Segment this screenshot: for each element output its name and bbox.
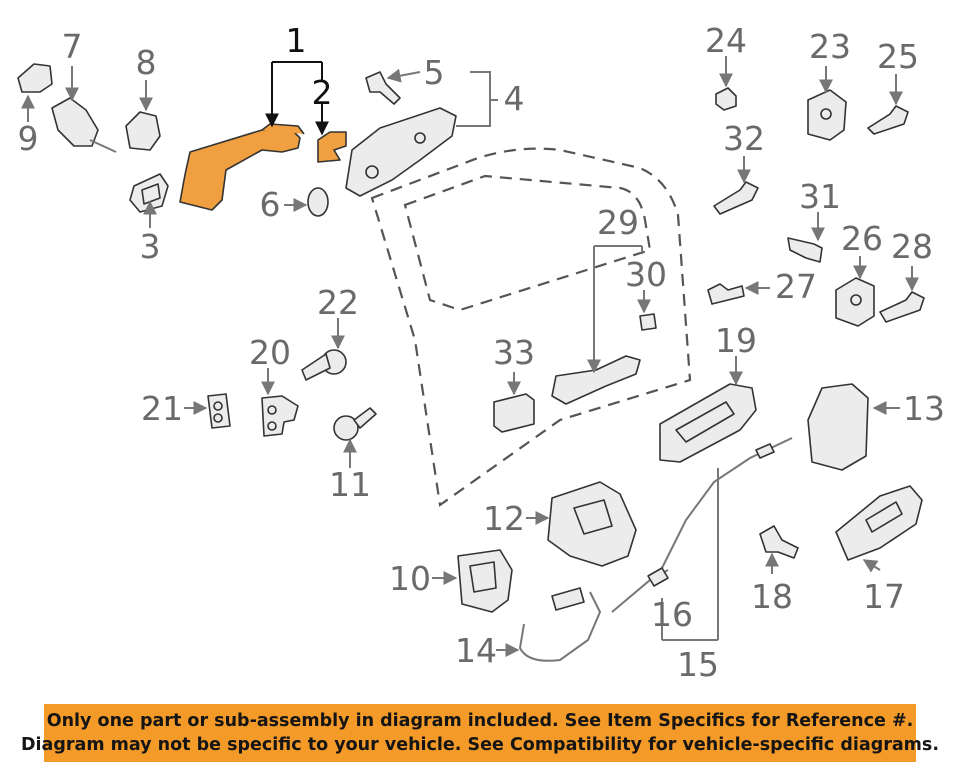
disclaimer-line-2: Diagram may not be specific to your vehi… xyxy=(21,735,939,755)
part-19-inside-handle xyxy=(659,383,757,463)
callout-23: 23 xyxy=(809,27,851,66)
callout-15: 15 xyxy=(677,645,719,684)
callout-2: 2 xyxy=(312,73,333,112)
callout-13: 13 xyxy=(903,389,945,428)
disclaimer-banner: Only one part or sub-assembly in diagram… xyxy=(21,704,939,762)
callout-3: 3 xyxy=(140,227,161,266)
callout-24: 24 xyxy=(705,21,747,60)
part-4-handle-bracket xyxy=(345,107,457,197)
part-30-clip xyxy=(639,313,657,331)
part-8-cover xyxy=(125,111,161,151)
callout-28: 28 xyxy=(891,227,933,266)
door-outline xyxy=(370,147,692,507)
part-23-hinge xyxy=(807,89,847,141)
part-25-bolt xyxy=(867,105,909,135)
callout-30: 30 xyxy=(625,255,667,294)
callout-19: 19 xyxy=(715,321,757,360)
callout-4: 4 xyxy=(504,79,525,118)
part-10-lock-module xyxy=(457,549,513,613)
callout-16: 16 xyxy=(651,595,693,634)
part-33-block xyxy=(493,393,535,433)
part-3-gasket xyxy=(129,173,169,213)
part-7-lock-cylinder xyxy=(51,97,117,153)
callout-18: 18 xyxy=(751,577,793,616)
callout-32: 32 xyxy=(723,119,765,158)
part-18-bolt xyxy=(759,525,799,559)
callout-20: 20 xyxy=(249,333,291,372)
part-27-bolt xyxy=(707,283,745,305)
callout-6: 6 xyxy=(260,185,281,224)
part-32-bolt xyxy=(713,181,759,215)
leader-lines xyxy=(21,56,919,657)
callout-21: 21 xyxy=(141,389,183,428)
callout-8: 8 xyxy=(136,43,157,82)
callout-17: 17 xyxy=(863,577,905,616)
part-5-bolt xyxy=(365,71,401,105)
callout-10: 10 xyxy=(389,559,431,598)
part-6-ring xyxy=(307,187,329,217)
part-14-cable xyxy=(518,587,602,662)
disclaimer-line-1: Only one part or sub-assembly in diagram… xyxy=(46,711,914,731)
callout-22: 22 xyxy=(317,283,359,322)
part-11-screw xyxy=(333,407,377,441)
callout-33: 33 xyxy=(493,333,535,372)
callout-26: 26 xyxy=(841,219,883,258)
part-24-bolt xyxy=(715,87,737,111)
part-21-plate xyxy=(207,393,231,429)
part-15-cable xyxy=(659,437,793,573)
part-16-rod xyxy=(611,567,669,613)
callout-14: 14 xyxy=(455,631,497,670)
parts-diagram: 1 2 3 4 5 6 7 8 9 10 11 12 13 14 15 16 1… xyxy=(17,21,946,684)
callout-5: 5 xyxy=(424,53,445,92)
callout-1: 1 xyxy=(286,21,307,60)
callout-11: 11 xyxy=(329,465,371,504)
part-29-check-strap xyxy=(551,355,641,405)
part-1-outside-handle xyxy=(179,123,305,211)
part-20-striker xyxy=(261,395,299,437)
part-17-inside-handle xyxy=(835,485,923,561)
callout-12: 12 xyxy=(483,499,525,538)
part-2-handle-cap xyxy=(317,131,347,163)
part-31-bolt xyxy=(787,237,823,263)
callout-27: 27 xyxy=(775,267,817,306)
callout-numbers: 1 2 3 4 5 6 7 8 9 10 11 12 13 14 15 16 1… xyxy=(18,21,946,684)
part-26-hinge xyxy=(835,277,875,327)
callout-7: 7 xyxy=(62,27,83,66)
part-12-latch xyxy=(547,481,637,567)
callout-9: 9 xyxy=(18,119,39,158)
part-22-screw xyxy=(301,349,347,381)
callout-29: 29 xyxy=(597,203,639,242)
part-13-bracket xyxy=(807,383,869,471)
callout-25: 25 xyxy=(877,37,919,76)
part-9-cap xyxy=(17,63,53,93)
callout-31: 31 xyxy=(799,177,841,216)
part-28-bolt xyxy=(879,291,925,323)
